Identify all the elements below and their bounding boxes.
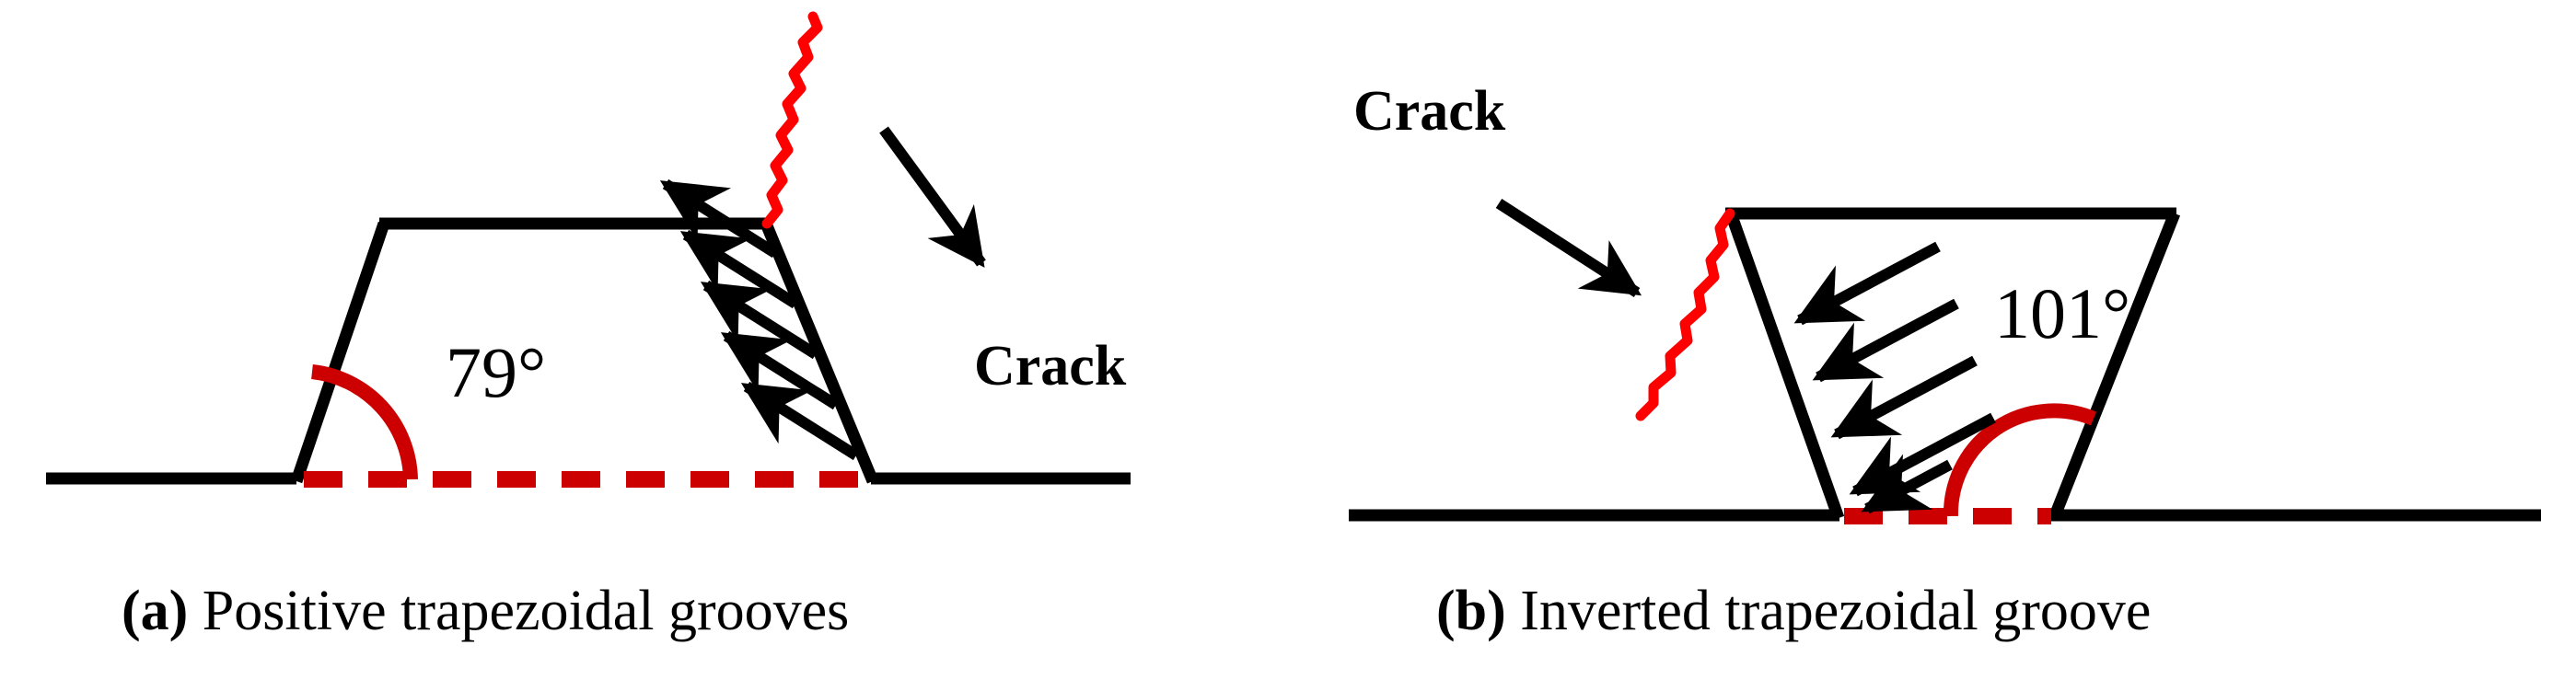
panel-a-angle-label: 79° [446, 332, 547, 412]
panel-a-crack-label: Crack [974, 335, 1127, 397]
panel-b-load-arrow-2 [1812, 298, 1959, 383]
panel-b-crack-line [1635, 208, 1735, 421]
panel-a-caption: (a) Positive trapezoidal grooves [122, 582, 849, 639]
panel-a-load-arrow-5 [740, 381, 860, 461]
panel-b-left-edge [1724, 211, 1845, 521]
panel-a-crack-line [761, 11, 823, 229]
panel-b-right-edge [2048, 211, 2181, 521]
panel-a-graphics [46, 11, 1131, 488]
panel-b-crack-label: Crack [1353, 80, 1506, 143]
panel-a-load-arrow-3 [700, 280, 819, 360]
panel-a-caption-marker: (a) [122, 580, 189, 642]
panel-a-load-arrow-1 [659, 179, 779, 259]
panel-b-load-arrow-1 [1793, 241, 1941, 326]
panel-b-caption-marker: (b) [1436, 580, 1506, 642]
panel-b-crack-pointer-arrow [1495, 198, 1642, 298]
panel-a-load-arrows [659, 179, 860, 461]
panel-a-load-arrow-2 [679, 229, 799, 309]
panel-a-left-edge [290, 221, 390, 484]
panel-b-graphics [1349, 198, 2541, 524]
panel-a-crack-pointer-arrow [879, 126, 986, 268]
panel-a-right-edge [760, 221, 879, 484]
panel-b-load-arrows [1793, 241, 1996, 514]
panel-a-angle-arc [310, 364, 418, 480]
panel-b-caption: (b) Inverted trapezoidal groove [1436, 582, 2151, 639]
panel-b-angle-label: 101° [1994, 273, 2131, 353]
panel-a-caption-text: Positive trapezoidal grooves [188, 580, 850, 642]
panel-a-load-arrow-4 [720, 330, 840, 410]
panel-b-caption-text: Inverted trapezoidal groove [1505, 580, 2152, 642]
panel-b-load-arrow-3 [1830, 355, 1978, 440]
panel-b-angle-arc [1943, 403, 2097, 517]
panel-b-load-arrow-5 [1861, 454, 1953, 514]
